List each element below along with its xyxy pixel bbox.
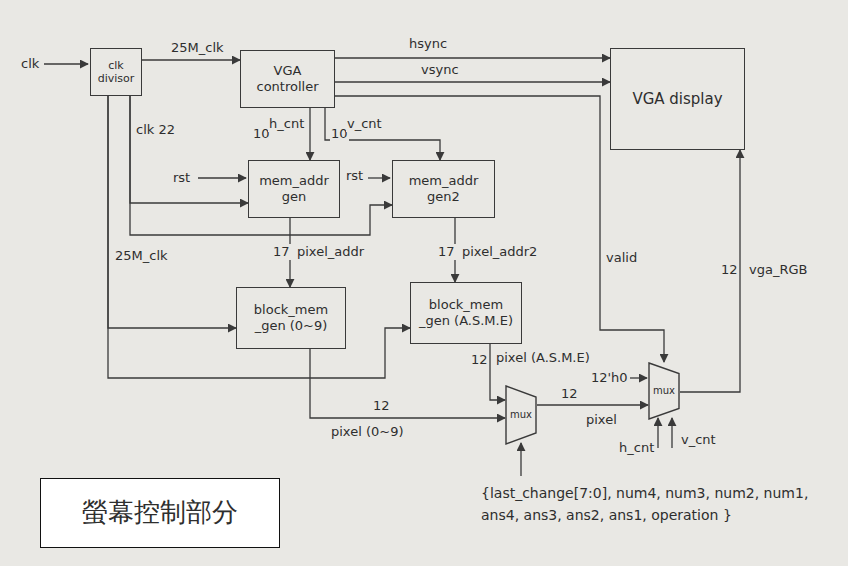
signal-name: 25M_clk (170, 40, 225, 56)
signal-name: pixel (585, 412, 618, 428)
node-text: VGA display (632, 90, 722, 108)
signal-wire (537, 404, 648, 405)
input-arrows (44, 64, 672, 476)
signal-name: pixel_addr (296, 244, 365, 260)
display-box: VGA display (610, 48, 745, 150)
signal-wire (680, 150, 740, 392)
signal-wire (309, 108, 310, 160)
clock-divider-box: clk divisor (90, 48, 142, 96)
signal-wire (310, 349, 505, 418)
clk-input (44, 63, 88, 64)
signal-annotation: v_cnt (680, 432, 717, 448)
multiplexer: mux (505, 385, 537, 445)
node-text: mem_addr gen2 (396, 173, 491, 204)
signal-annotation: rst (345, 168, 364, 184)
select-signal-list: {last_change[7:0], num4, num3, num2, num… (480, 482, 837, 527)
multiplexer: mux (648, 362, 680, 420)
signal-name: pixel (A.S.M.E) (495, 350, 591, 366)
node-text: clk divisor (94, 59, 138, 85)
signal-wire (335, 81, 610, 82)
node-text: mem_addr gen (252, 173, 336, 204)
signal-wire (130, 96, 392, 235)
signal-name: 25M_clk (114, 248, 169, 264)
signal-annotation: 12 (720, 262, 739, 278)
signal-wire (325, 108, 440, 160)
memory-box: block_mem _gen (A.S.M.E) (410, 282, 522, 344)
node-text: mux (510, 409, 532, 421)
node-text: block_mem _gen (A.S.M.E) (414, 297, 518, 328)
node-text: 螢幕控制部分 (82, 497, 238, 528)
signal-annotation: clk (20, 56, 40, 72)
signal-wire (130, 96, 248, 203)
rst-input (198, 177, 246, 178)
signal-name: pixel_addr2 (461, 244, 538, 260)
signal-annotation: v_cnt (346, 116, 383, 132)
signal-name: hsync (408, 36, 448, 52)
mux-shape (649, 363, 679, 419)
signal-wire (108, 96, 236, 328)
signal-name: vsync (420, 62, 460, 78)
signal-wire (142, 59, 240, 60)
title-box: 螢幕控制部分 (40, 478, 280, 548)
signal-name: pixel (0~9) (330, 424, 404, 440)
address-generator-box: mem_addr gen (248, 160, 340, 218)
signal-annotation: rst (172, 170, 191, 186)
rst-input (368, 177, 390, 178)
address-generator-box: mem_addr gen2 (392, 160, 495, 218)
node-text: VGA controller (244, 63, 331, 94)
signal-wire (335, 57, 610, 58)
signal-annotation: 12 (470, 352, 489, 368)
signal-annotation: 12'h0 (590, 370, 629, 386)
signal-annotation: 17 (272, 244, 291, 260)
constant-input (630, 377, 647, 378)
signal-name: clk 22 (135, 122, 176, 138)
signal-name: valid (605, 250, 638, 266)
signal-annotation: 12 (560, 386, 579, 402)
signal-wire (108, 96, 410, 378)
signal-annotation: 17 (437, 244, 456, 260)
signal-annotation: h_cnt (618, 440, 655, 456)
controller-box: VGA controller (240, 50, 335, 108)
select-input (657, 418, 658, 448)
mux-shape (506, 386, 536, 444)
signal-name: vga_RGB (748, 262, 808, 278)
memory-box: block_mem _gen (0~9) (236, 287, 346, 349)
signal-annotation: 12 (372, 398, 391, 414)
select-input (520, 443, 521, 476)
node-text: mux (653, 385, 675, 397)
signal-annotation: h_cnt (268, 116, 305, 132)
node-text: block_mem _gen (0~9) (240, 302, 342, 333)
select-input (671, 418, 672, 448)
